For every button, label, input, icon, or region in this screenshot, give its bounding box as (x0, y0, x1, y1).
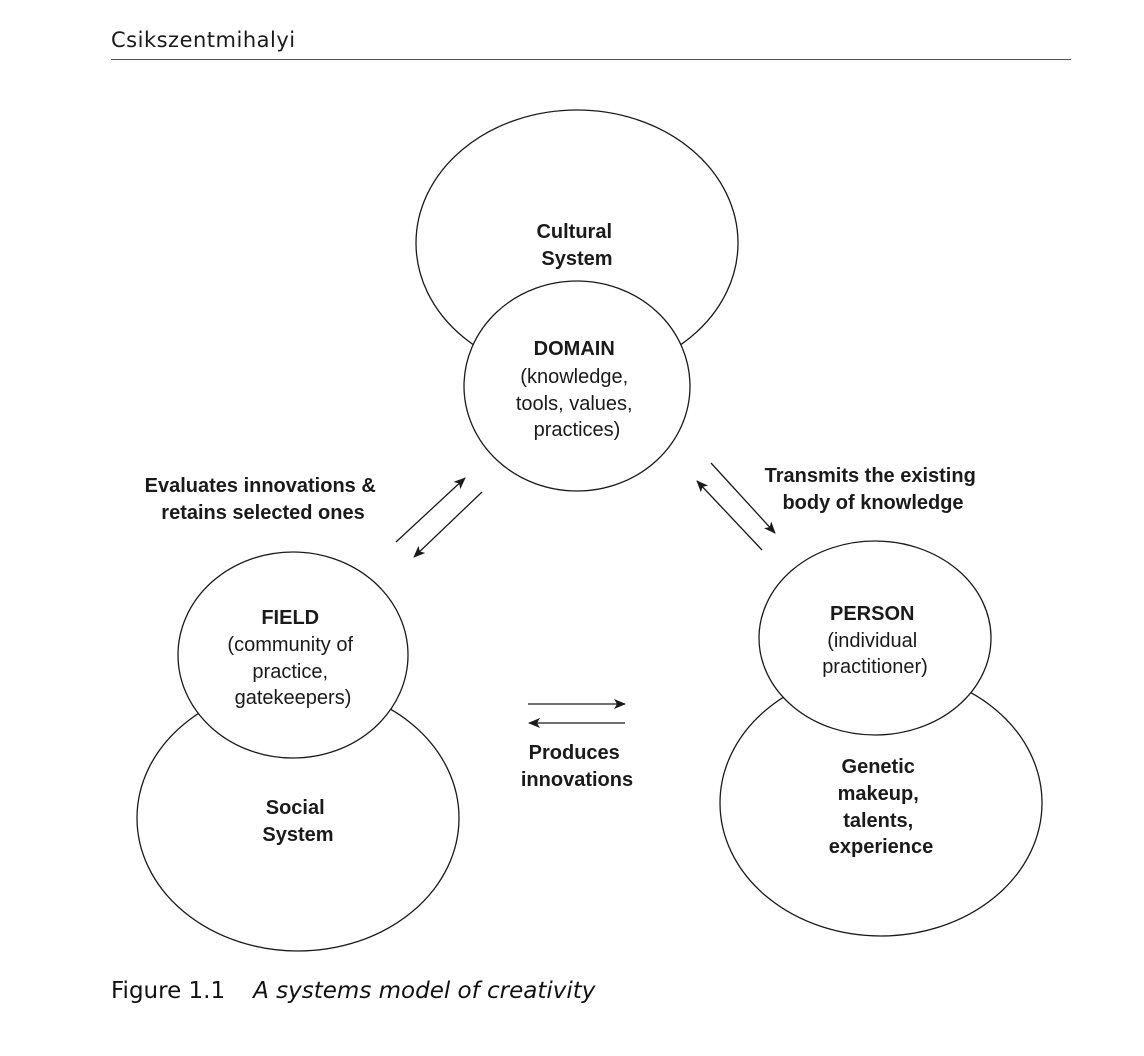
field-domain-edge-label: Evaluates innovations & retains selected… (145, 475, 382, 524)
arrow-domain-to-field (413, 491, 483, 558)
figure-number: Figure 1.1 (111, 978, 226, 1004)
field-circle (177, 551, 409, 759)
cultural-system-label: Cultural System (536, 221, 617, 270)
domain-circle (463, 280, 691, 492)
header-rule (111, 59, 1071, 60)
figure-caption: Figure 1.1 A systems model of creativity (111, 978, 595, 1004)
arrow-field-to-domain (395, 477, 466, 543)
person-circle (758, 540, 992, 736)
arrow-domain-to-person (710, 462, 776, 534)
person-label: PERSON (individual practitioner) (822, 603, 928, 678)
domain-person-edge-label: Transmits the existing body of knowledge (765, 465, 982, 514)
domain-label: DOMAIN (knowledge, tools, values, practi… (516, 338, 638, 441)
figure-title: A systems model of creativity (253, 978, 596, 1004)
person-field-edge-label: Produces innovations (521, 742, 633, 791)
social-system-label: Social System (262, 797, 333, 846)
arrow-person-to-domain (696, 480, 763, 551)
person-background-label: Genetic makeup, talents, experience (829, 756, 934, 858)
running-head: Csikszentmihalyi (111, 28, 296, 52)
field-label: FIELD (community of practice, gatekeeper… (227, 607, 358, 709)
